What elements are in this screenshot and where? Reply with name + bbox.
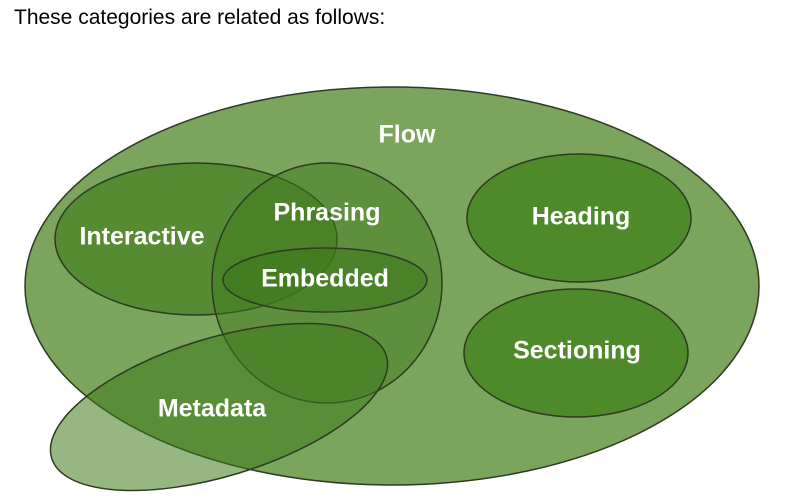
interactive-label: Interactive xyxy=(79,223,204,251)
heading-label: Heading xyxy=(532,203,631,231)
flow-label: Flow xyxy=(379,121,436,149)
sectioning-ellipse xyxy=(463,288,689,418)
phrasing-label: Phrasing xyxy=(274,199,381,227)
metadata-ellipse xyxy=(49,322,389,492)
heading-ellipse xyxy=(466,153,692,283)
intro-text: These categories are related as follows: xyxy=(14,6,386,29)
embedded-ellipse xyxy=(222,247,428,313)
metadata-label: Metadata xyxy=(158,395,267,423)
embedded-label: Embedded xyxy=(261,265,389,293)
sectioning-label: Sectioning xyxy=(513,337,641,365)
